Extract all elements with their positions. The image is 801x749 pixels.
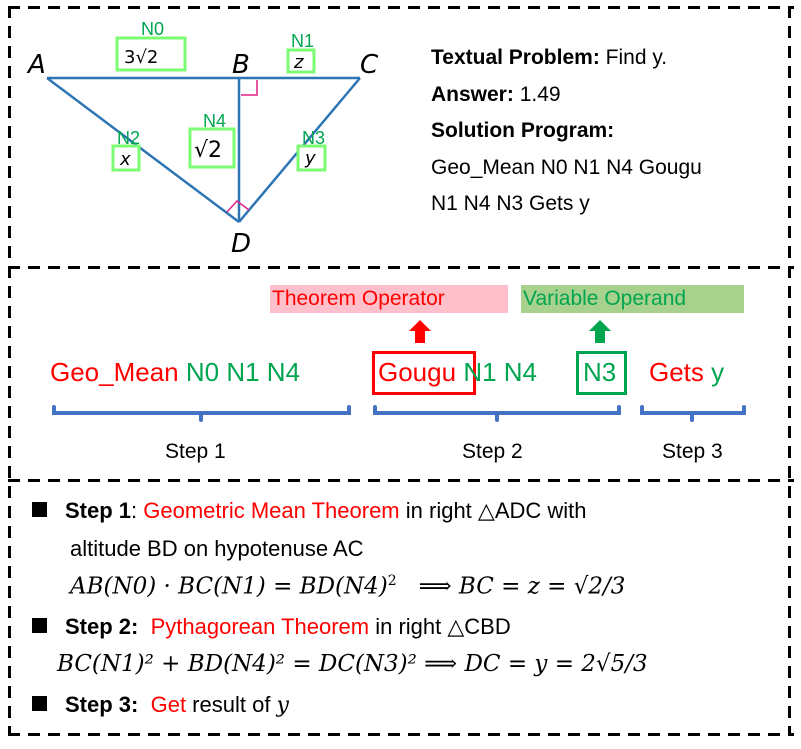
step-label-1: Step 1 — [165, 440, 226, 463]
step1-theorem: Geometric Mean Theorem — [143, 498, 400, 523]
label-n1-id: N1 — [291, 31, 314, 51]
solution-step1-line2: altitude BD on hypotenuse AC — [70, 536, 364, 561]
label-n0-value: 3√2 — [124, 47, 158, 68]
solution-program-line1: Geo_Mean N0 N1 N4 Gougu — [431, 155, 702, 179]
solution-program-line2: N1 N4 N3 Gets y — [431, 192, 590, 215]
step2-theorem: Pythagorean Theorem — [150, 614, 370, 639]
right-border — [788, 6, 791, 736]
token-n3: N3 — [583, 357, 617, 387]
arrow-up-green-icon — [589, 320, 611, 343]
problem-info: Textual Problem: Find y. Answer: 1.49 So… — [431, 40, 702, 223]
program-tokens-step2: Gougu N1 N4 — [378, 352, 537, 392]
label-n0-id: N0 — [141, 19, 164, 39]
vertex-d: D — [231, 229, 251, 259]
token-gets: Gets — [649, 357, 704, 387]
top-border — [8, 6, 794, 9]
textual-problem-value: Find y. — [599, 46, 668, 69]
label-n2-value: x — [119, 149, 131, 170]
divider-1 — [8, 266, 794, 269]
n3-highlight-box — [576, 351, 627, 395]
solution-step1-line1: Step 1: Geometric Mean Theorem in right … — [32, 498, 587, 524]
step1-rest: in right △ADC with — [399, 498, 587, 523]
program-tokens: Geo_Mean N0 N1 N4 — [50, 352, 300, 392]
right-angle-marks — [226, 80, 258, 213]
answer-value: 1.49 — [513, 82, 561, 106]
step1-equation-rhs: ⟹ BC = z = √2/3 — [418, 573, 626, 600]
label-n4-id: N4 — [203, 111, 226, 131]
label-n2-id: N2 — [117, 128, 140, 148]
step1-equation-lhs: AB(N0) · BC(N1) = BD(N4) — [70, 573, 388, 600]
solution-step2-line1: Step 2: Pythagorean Theorem in right △CB… — [32, 614, 511, 640]
variable-operand-tag: Variable Operand — [521, 285, 744, 313]
step1-colon: : — [131, 498, 144, 523]
geometry-diagram: A B C D N0 N1 N2 N3 N4 3√2 z x y √2 — [26, 19, 379, 259]
label-n3-id: N3 — [302, 128, 325, 148]
bullet-icon — [32, 502, 47, 517]
label-n4-value: √2 — [194, 138, 222, 163]
label-n1-value: z — [293, 52, 304, 73]
bullet-icon — [32, 618, 47, 633]
program-tokens-step3: Gets y — [649, 352, 724, 392]
token-gougu: Gougu — [378, 357, 457, 387]
step3-label: Step 3: — [65, 692, 139, 717]
brace-step3 — [640, 405, 746, 422]
step3-get: Get — [150, 692, 187, 717]
step3-rest: result of — [186, 692, 277, 717]
token-y: y — [711, 357, 725, 387]
gougu-highlight-box — [372, 351, 476, 395]
bottom-border — [8, 733, 794, 736]
solution-step3-line: Step 3: Get result of y — [32, 692, 289, 718]
solution-step1-equation: AB(N0) · BC(N1) = BD(N4)2 ⟹ BC = z = √2/… — [70, 573, 626, 600]
answer-label: Answer: — [431, 82, 514, 106]
token-step2-operands: N1 N4 — [463, 357, 538, 387]
step1-label: Step 1 — [65, 498, 132, 523]
step2-label: Step 2: — [65, 614, 139, 639]
step-label-2: Step 2 — [462, 440, 523, 463]
divider-2 — [8, 479, 794, 482]
arrows-and-braces — [52, 320, 746, 422]
step-label-3: Step 3 — [662, 440, 723, 463]
left-border — [8, 6, 11, 736]
solution-step2-equation: BC(N1)² + BD(N4)² = DC(N3)² ⟹ DC = y = 2… — [57, 651, 648, 677]
token-step1-operands: N0 N1 N4 — [185, 357, 301, 387]
bullet-icon — [32, 696, 47, 711]
arrow-up-red-icon — [409, 320, 431, 343]
vertex-a: A — [26, 50, 46, 80]
label-n3-value: y — [304, 148, 316, 169]
token-geo-mean: Geo_Mean — [50, 357, 179, 387]
step2-rest: in right △CBD — [369, 614, 511, 639]
vertex-b: B — [232, 50, 250, 80]
textual-problem-label: Textual Problem: — [431, 46, 600, 69]
solution-program-label: Solution Program: — [431, 119, 615, 142]
theorem-operator-tag: Theorem Operator — [270, 285, 508, 313]
vertex-c: C — [360, 50, 379, 80]
brace-step2 — [373, 405, 621, 422]
brace-step1 — [52, 405, 351, 422]
step3-var: y — [276, 693, 289, 718]
